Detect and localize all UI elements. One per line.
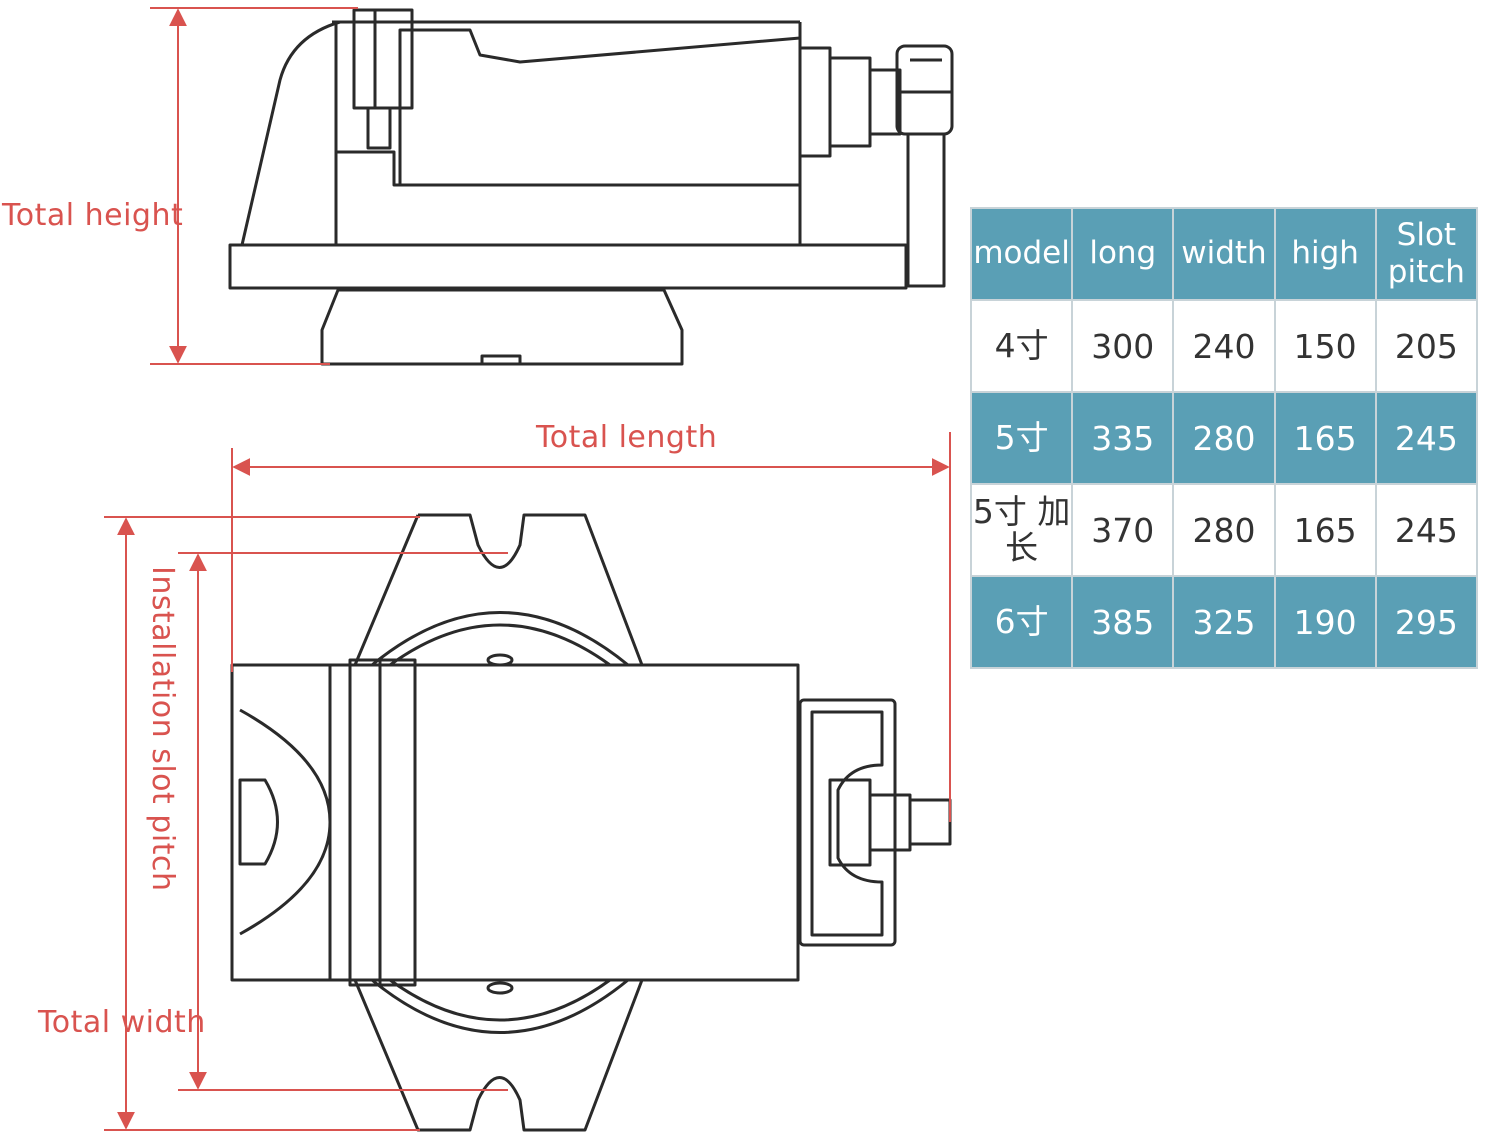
total-length-label: Total length (536, 420, 718, 455)
cell-high: 190 (1273, 575, 1377, 669)
top-swivel-flange (418, 513, 644, 666)
side-swivel-base (320, 288, 684, 366)
total-height-label: Total height (2, 198, 184, 233)
top-screw-end (908, 798, 952, 846)
cell-model: 6寸 (969, 575, 1074, 669)
top-fixed-jaw-arch (239, 708, 332, 936)
cell-long: 385 (1071, 575, 1175, 669)
header-model: model (969, 207, 1074, 301)
cell-high: 165 (1273, 483, 1377, 577)
table-row: 5寸 加长 370 280 165 245 (969, 483, 1479, 577)
cell-long: 370 (1071, 483, 1175, 577)
cell-slot-pitch: 245 (1374, 391, 1479, 485)
top-vise-body (230, 663, 800, 982)
table-row: 4寸 300 240 150 205 (969, 299, 1479, 393)
installation-slot-pitch-label: Installation slot pitch (145, 566, 180, 892)
cell-slot-pitch: 205 (1374, 299, 1479, 393)
top-view (230, 513, 952, 1132)
top-screw-bracket (798, 698, 897, 947)
cell-model: 5寸 加长 (969, 483, 1074, 577)
header-high: high (1273, 207, 1377, 301)
cell-model: 4寸 (969, 299, 1074, 393)
side-screw-housing (798, 46, 832, 158)
side-jaw-plate (352, 8, 414, 110)
cell-slot-pitch: 295 (1374, 575, 1479, 669)
top-swivel-ring (371, 611, 629, 667)
spec-table-header: model long width high Slot pitch (969, 207, 1479, 301)
side-moving-jaw (398, 28, 801, 185)
cell-slot-pitch: 245 (1374, 483, 1479, 577)
header-slot-pitch: Slot pitch (1374, 207, 1479, 301)
spec-table: model long width high Slot pitch 4寸 300 … (969, 207, 1479, 669)
cell-model: 5寸 (969, 391, 1074, 485)
table-row: 6寸 385 325 190 295 (969, 575, 1479, 669)
cell-width: 280 (1172, 391, 1276, 485)
header-width: width (1172, 207, 1276, 301)
side-base-plate (228, 243, 908, 290)
cell-long: 300 (1071, 299, 1175, 393)
total-width-label: Total width (38, 1005, 206, 1040)
cell-width: 280 (1172, 483, 1276, 577)
cell-width: 325 (1172, 575, 1276, 669)
header-long: long (1071, 207, 1175, 301)
cell-width: 240 (1172, 299, 1276, 393)
table-row: 5寸 335 280 165 245 (969, 391, 1479, 485)
cell-high: 150 (1273, 299, 1377, 393)
cell-long: 335 (1071, 391, 1175, 485)
cell-high: 165 (1273, 391, 1377, 485)
side-view (228, 8, 954, 366)
dimension-lines (104, 7, 951, 1131)
